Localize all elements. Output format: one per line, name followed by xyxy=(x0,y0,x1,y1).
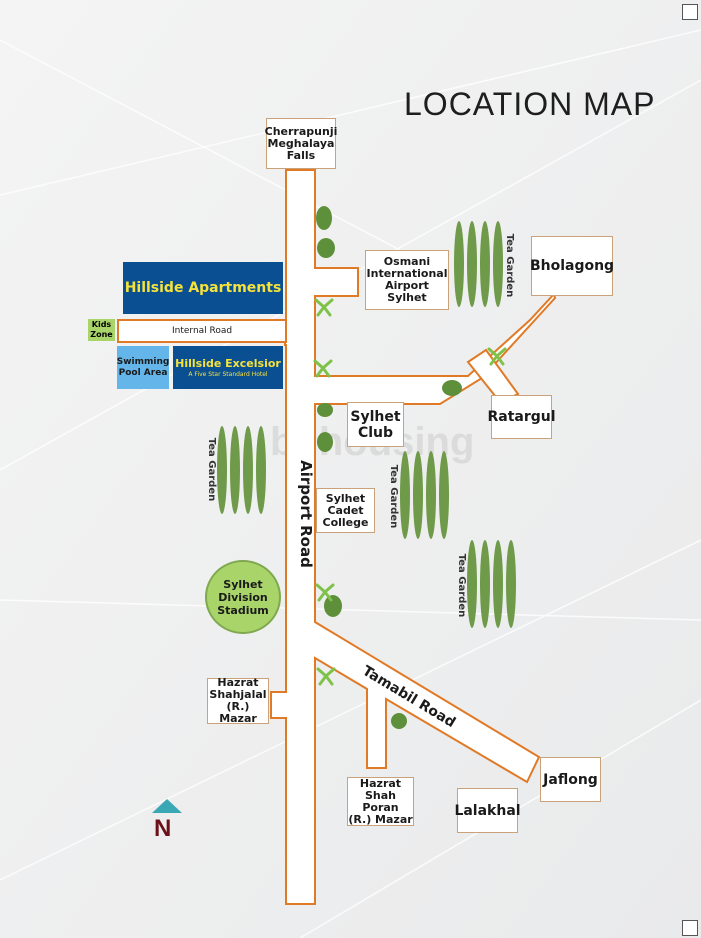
tea-garden-label-3: Tea Garden xyxy=(388,464,400,529)
tea-garden-4 xyxy=(467,540,516,628)
hillside-excelsior-tagline: A Five Star Standard Hotel xyxy=(188,371,268,378)
shah-poran-mazar-label: Hazrat Shah Poran (R.) Mazar xyxy=(347,776,414,826)
hillside-apartments-block: Hillside Apartments xyxy=(123,262,283,314)
corner-marker-bottom xyxy=(682,920,698,936)
hillside-excelsior-block: Hillside Excelsior A Five Star Standard … xyxy=(173,346,283,389)
tea-garden-3 xyxy=(400,451,449,539)
stadium-label: Sylhet Division Stadium xyxy=(205,560,281,634)
internal-road xyxy=(117,319,287,343)
trees xyxy=(316,206,462,729)
tea-garden-label-4: Tea Garden xyxy=(456,553,468,618)
hillside-excelsior-title: Hillside Excelsior xyxy=(175,357,281,370)
osmani-airport-label: Osmani International Airport Sylhet xyxy=(365,250,449,310)
airport-road-label: Airport Road xyxy=(296,460,315,568)
north-label: N xyxy=(154,815,172,842)
palm-5 xyxy=(316,667,336,686)
tea-gardens xyxy=(217,221,516,628)
airport-road xyxy=(270,169,557,905)
swimming-pool-block: Swimming Pool Area xyxy=(117,346,169,389)
map-title: LOCATION MAP xyxy=(404,86,656,122)
palm-4 xyxy=(315,583,335,602)
shahjalal-mazar-label: Hazrat Shahjalal (R.) Mazar xyxy=(207,677,269,725)
palms xyxy=(313,298,507,686)
tea-garden-2 xyxy=(217,426,266,514)
kids-zone-block: Kids Zone xyxy=(88,319,115,341)
ratargul-label: Ratargul xyxy=(487,395,556,439)
internal-road-label: Internal Road xyxy=(172,326,233,336)
north-arrow-icon xyxy=(152,799,182,813)
cadet-college-label: Sylhet Cadet College xyxy=(316,488,375,533)
tea-garden-label-2: Tea Garden xyxy=(206,437,218,502)
tea-garden-label-1: Tea Garden xyxy=(504,233,516,298)
ratargul-road xyxy=(466,348,520,404)
palm-3 xyxy=(487,347,507,366)
bholagong-label: Bholagong xyxy=(530,236,614,296)
jaflong-label: Jaflong xyxy=(540,757,601,802)
lalakhal-label: Lalakhal xyxy=(454,788,521,833)
palm-1 xyxy=(314,298,334,317)
corner-marker-top xyxy=(682,4,698,20)
cherrapunji-label: Cherrapunji Meghalaya Falls xyxy=(265,118,337,169)
tea-garden-1 xyxy=(454,221,503,307)
palm-2 xyxy=(313,359,333,378)
sylhet-club-label: Sylhet Club xyxy=(347,402,404,447)
